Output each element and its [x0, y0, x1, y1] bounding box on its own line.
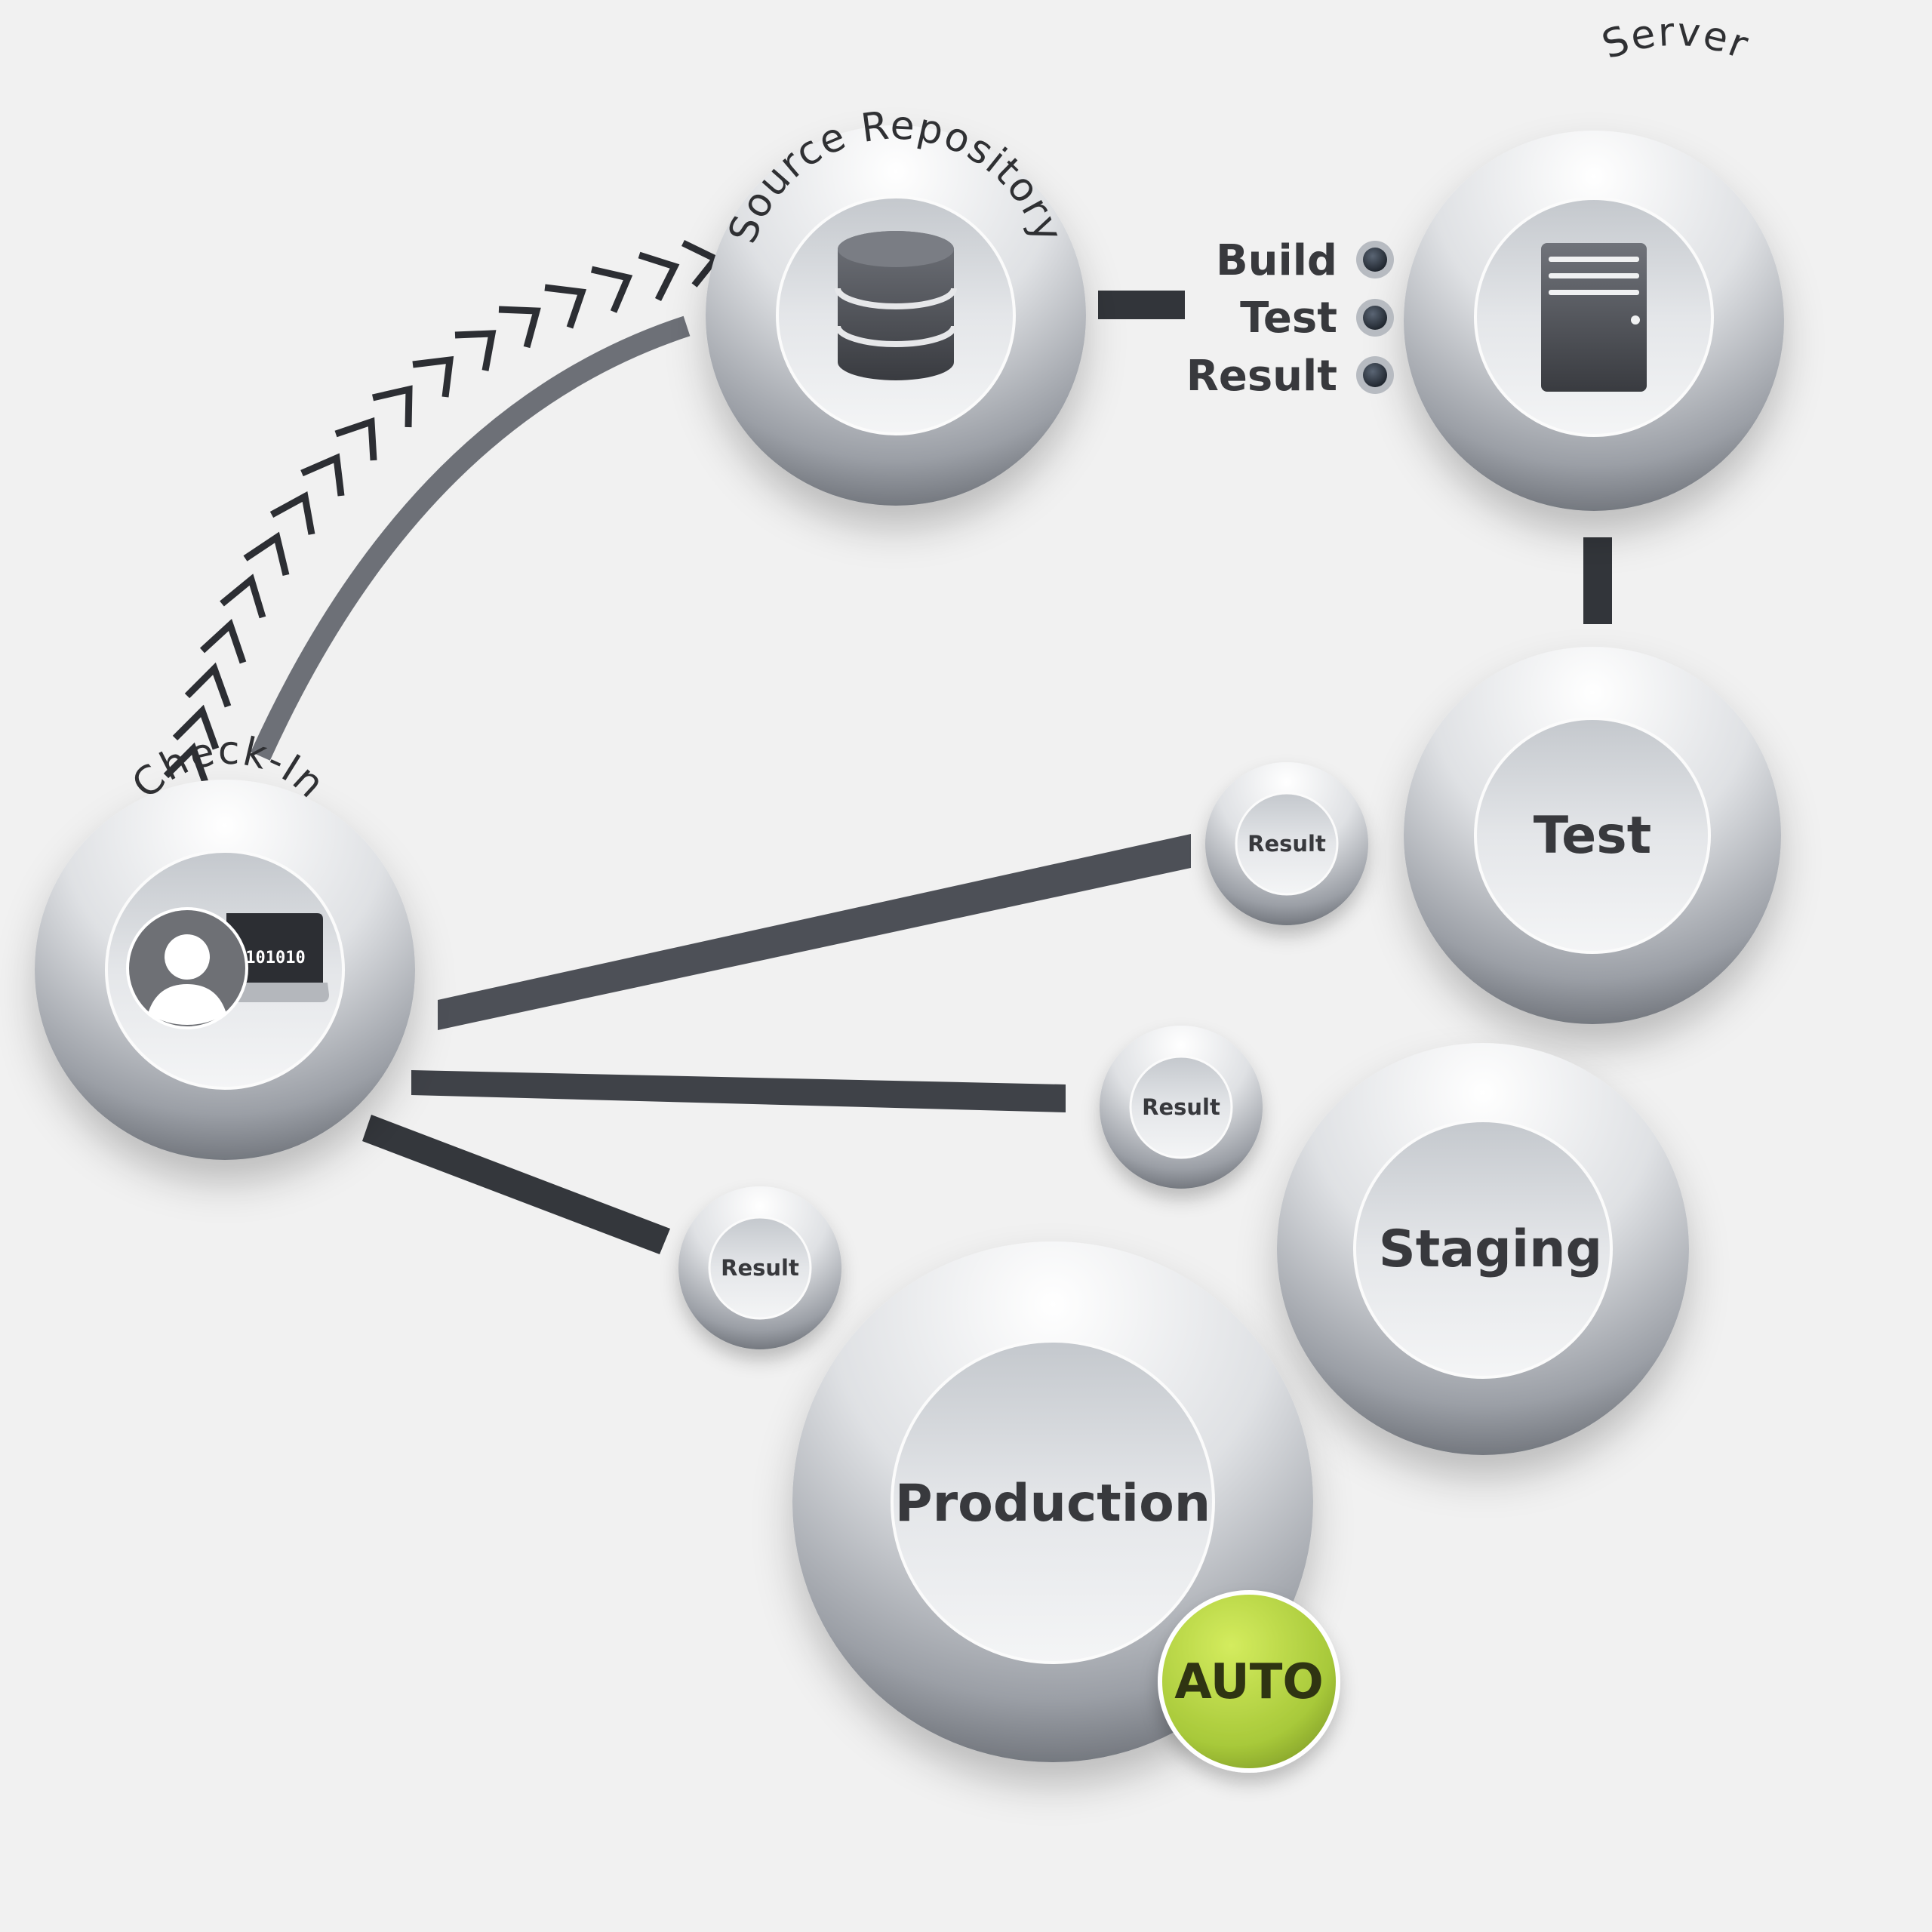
chevron-arrow-icon	[163, 742, 211, 788]
status-dot-icon	[1363, 363, 1387, 387]
server-to-test-connector	[1583, 537, 1612, 624]
chevron-arrow-icon	[334, 417, 377, 461]
result-label: Result	[721, 1255, 799, 1281]
server-status-list: Build Test Result	[1186, 236, 1394, 401]
chevron-arrow-icon	[371, 385, 413, 428]
chevron-arrow-icon	[220, 574, 266, 619]
checkin-to-source-connector	[251, 315, 691, 761]
result-label: Result	[1247, 831, 1326, 857]
source-repository-node[interactable]: Source Repository	[706, 103, 1086, 506]
status-build-label: Build	[1216, 236, 1337, 285]
binary-text: 101010	[245, 949, 305, 968]
test-stage-node[interactable]: Test	[1404, 647, 1781, 1024]
chevron-arrow-icon	[638, 251, 680, 302]
chevron-arrow-icon	[300, 453, 345, 497]
status-test-label: Test	[1240, 294, 1337, 343]
chevron-arrow-icon	[199, 619, 247, 664]
chevron-arrow-icon	[184, 662, 232, 708]
chevron-arrow-icon	[544, 284, 587, 329]
source-to-server-connector	[1098, 291, 1185, 319]
result-node-staging[interactable]: Result	[1100, 1026, 1263, 1189]
auto-badge[interactable]: AUTO	[1158, 1590, 1340, 1773]
chevron-arrow-icon	[243, 531, 290, 577]
result-node-production[interactable]: Result	[678, 1186, 841, 1349]
database-icon	[835, 231, 957, 380]
test-stage-label: Test	[1534, 806, 1651, 866]
check-in-node[interactable]: Check-In 101010	[35, 728, 415, 1160]
result-label: Result	[1142, 1094, 1220, 1120]
auto-badge-label: AUTO	[1174, 1654, 1324, 1710]
chevron-arrow-icon	[269, 491, 315, 535]
chevron-arrow-icon	[454, 330, 497, 371]
connectors	[251, 291, 1612, 1254]
push-arrows	[163, 239, 721, 788]
production-stage-label: Production	[895, 1474, 1211, 1534]
chevron-arrow-icon	[412, 355, 454, 398]
status-dot-icon	[1363, 248, 1387, 272]
status-result-label: Result	[1186, 352, 1337, 401]
user-laptop-icon: 101010	[126, 907, 329, 1029]
server-node[interactable]: Server	[1404, 10, 1784, 511]
server-tower-icon	[1541, 243, 1647, 392]
checkin-result-connector-3	[362, 1115, 670, 1254]
chevron-arrow-icon	[498, 306, 541, 349]
result-node-test[interactable]: Result	[1205, 762, 1368, 925]
checkin-result-connector-1	[438, 834, 1191, 1030]
status-dot-icon	[1363, 306, 1387, 330]
staging-stage-label: Staging	[1379, 1220, 1602, 1279]
chevron-arrow-icon	[590, 266, 633, 313]
checkin-result-connector-2	[411, 1070, 1066, 1112]
staging-stage-node[interactable]: Staging	[1277, 1043, 1689, 1455]
chevron-arrow-icon	[172, 704, 220, 750]
